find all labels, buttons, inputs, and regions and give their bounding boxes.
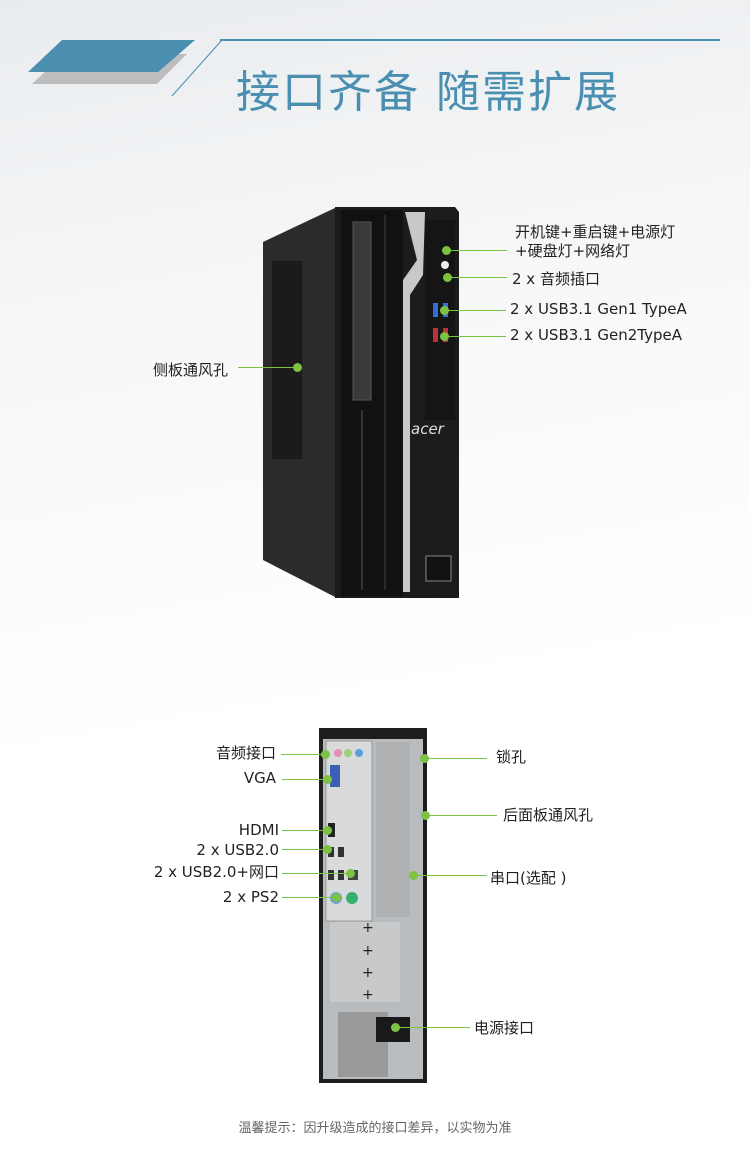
callout-dot (420, 754, 429, 763)
page-title: 接口齐备 随需扩展 (236, 67, 620, 118)
callout-dot (332, 893, 341, 902)
callout-line (425, 815, 497, 816)
callout-dot (391, 1023, 400, 1032)
callout-dot (293, 363, 302, 372)
label-rear-vent: 后面板通风孔 (503, 806, 594, 824)
label-usb20: 2 x USB2.0 (196, 841, 279, 859)
label-vga: VGA (243, 769, 276, 787)
acer-logo: acer (411, 420, 444, 438)
header-decoration (28, 39, 720, 97)
callout-dot (440, 306, 449, 315)
label-front-buttons-2: +硬盘灯+网络灯 (515, 242, 631, 260)
callout-line (282, 849, 327, 850)
svg-text:+: + (362, 920, 374, 936)
label-front-buttons-1: 开机键+重启键+电源灯 (515, 223, 676, 241)
callout-dot (421, 811, 430, 820)
callout-dot (346, 869, 355, 878)
label-power: 电源接口 (474, 1019, 535, 1037)
callout-line (238, 367, 297, 368)
callout-line (395, 1027, 470, 1028)
callout-line (447, 277, 507, 278)
callout-dot (323, 845, 332, 854)
label-serial: 串口(选配 ) (490, 869, 567, 887)
callout-dot (443, 273, 452, 282)
callout-line (282, 897, 336, 898)
label-usb20-lan: 2 x USB2.0+网口 (153, 863, 279, 881)
callout-dot (442, 246, 451, 255)
callout-dot (323, 826, 332, 835)
label-usb-gen1: 2 x USB3.1 Gen1 TypeA (510, 300, 687, 318)
callout-dot (323, 775, 332, 784)
label-hdmi: HDMI (238, 821, 279, 839)
callout-line (424, 758, 487, 759)
callout-line (444, 310, 506, 311)
callout-line (282, 779, 327, 780)
label-ps2: 2 x PS2 (222, 888, 279, 906)
label-side-vent: 侧板通风孔 (153, 361, 229, 379)
callout-line (282, 830, 327, 831)
callout-dot (440, 332, 449, 341)
svg-text:+: + (362, 943, 374, 959)
callout-line (281, 754, 325, 755)
callout-dot (409, 871, 418, 880)
back-tower-image: + + + + (319, 728, 427, 1083)
callout-dot (321, 750, 330, 759)
front-tower-image (263, 207, 459, 598)
callout-line (444, 336, 506, 337)
svg-text:+: + (362, 987, 374, 1003)
label-front-audio: 2 x 音频插口 (512, 270, 600, 288)
footer-note: 温馨提示：因升级造成的接口差异，以实物为准 (238, 1121, 512, 1136)
callout-line (446, 250, 507, 251)
callout-line (282, 873, 350, 874)
svg-text:+: + (362, 965, 374, 981)
callout-line (413, 875, 487, 876)
label-lock: 锁孔 (496, 748, 527, 766)
label-back-audio: 音频接口 (215, 744, 276, 762)
label-usb-gen2: 2 x USB3.1 Gen2TypeA (510, 326, 682, 344)
